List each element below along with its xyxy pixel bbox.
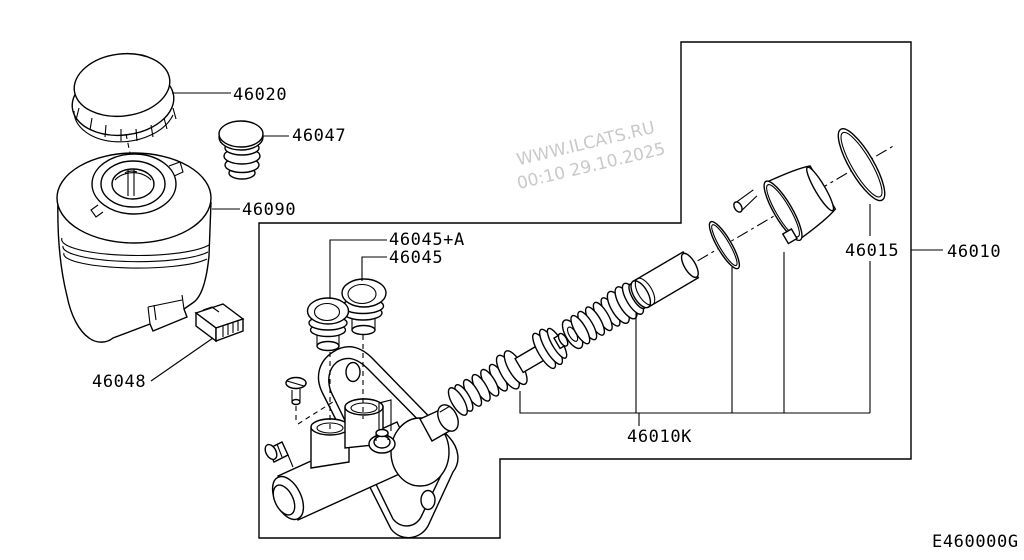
assembly-boundary-box [258, 41, 912, 539]
kit-bracket [519, 204, 871, 426]
part-label-46045[interactable]: 46045 [389, 248, 443, 268]
reservoir-cap-drawing [71, 52, 177, 159]
grommets-drawing [306, 278, 387, 352]
part-label-46010[interactable]: 46010 [947, 242, 1001, 262]
part-label-46090[interactable]: 46090 [242, 200, 296, 220]
part-label-46045A[interactable]: 46045+A [389, 230, 465, 250]
watermark: WWW.ILCATS.RU 00:10 29.10.2025 [515, 118, 668, 194]
part-label-46048[interactable]: 46048 [92, 372, 146, 392]
part-label-46015[interactable]: 46015 [845, 241, 899, 261]
part-label-46010K[interactable]: 46010K [627, 427, 692, 447]
part-label-46047[interactable]: 46047 [292, 126, 346, 146]
filter-plug-drawing [218, 120, 264, 180]
piston-kit-drawing [439, 128, 893, 416]
reservoir-tank-drawing [56, 152, 212, 343]
part-label-46020[interactable]: 46020 [233, 85, 287, 105]
leader-lines [150, 92, 943, 382]
diagram-code: E460000G [932, 532, 1019, 552]
band-clip-drawing [194, 303, 245, 343]
master-cylinder-body-drawing [264, 335, 459, 539]
